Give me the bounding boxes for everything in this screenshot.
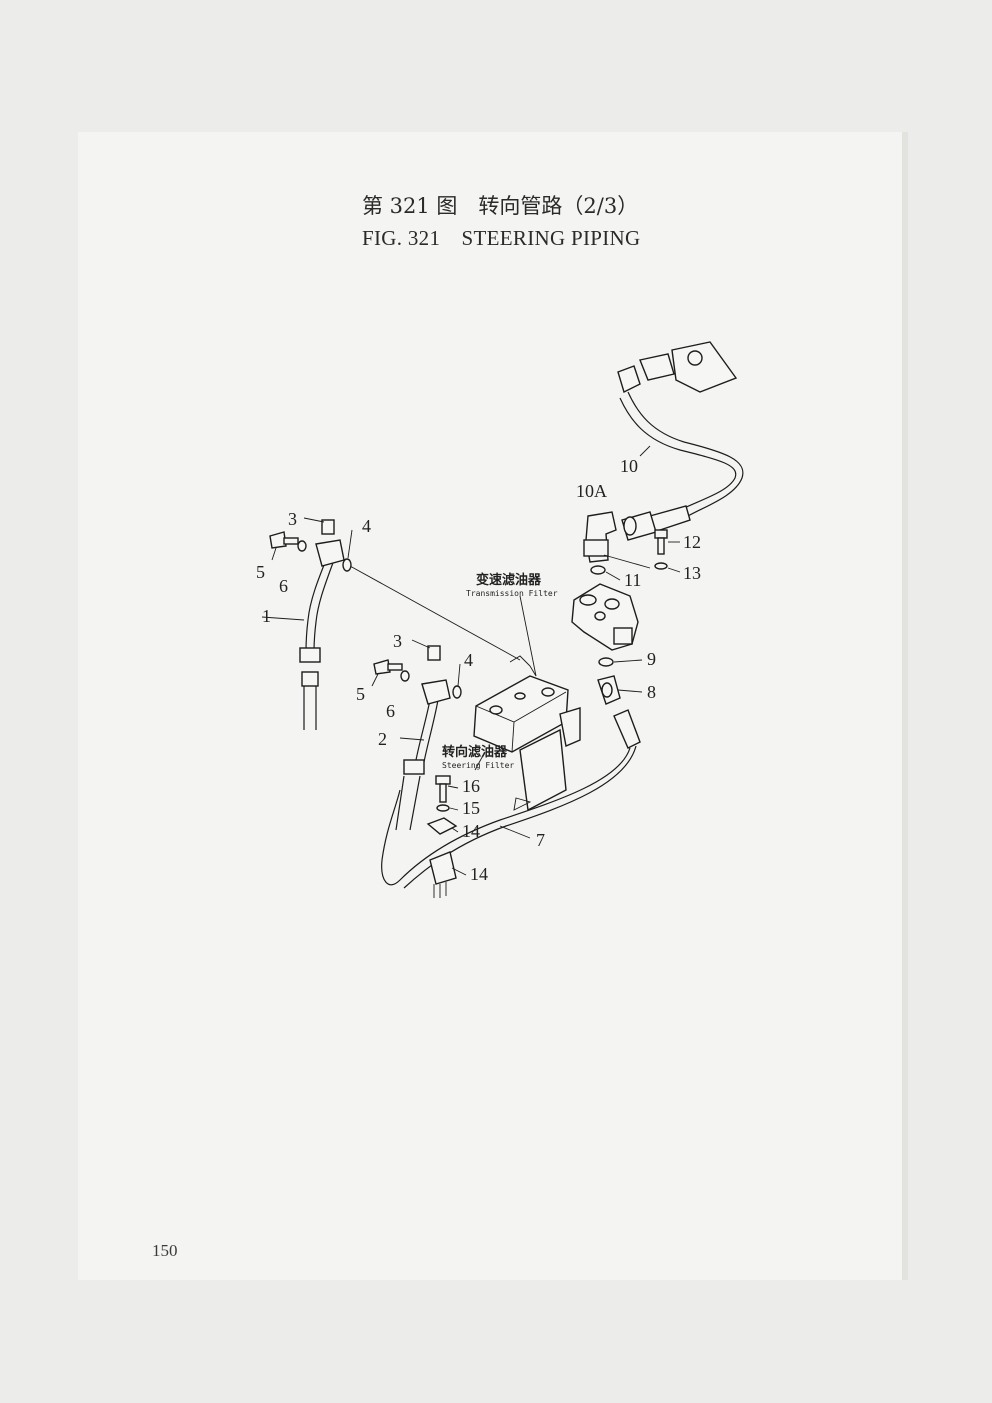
callout-7: 7: [536, 830, 545, 850]
callout-15: 15: [462, 798, 480, 818]
pipe-route-line: [349, 565, 521, 661]
callout-2: 2: [378, 729, 387, 749]
callout-4-mid: 4: [464, 650, 473, 670]
callout-6-top: 6: [279, 576, 288, 596]
callout-1: 1: [262, 606, 271, 626]
callout-10a: 10A: [576, 481, 607, 501]
o-ring-4-mid: [452, 685, 462, 699]
hose-7: [381, 709, 641, 889]
washer-13: [654, 562, 668, 570]
plug-3-top: [303, 517, 335, 535]
clamp-14-lower: [429, 851, 457, 898]
figure-title-chinese: 第 321 图 转向管路（2/3）: [362, 194, 639, 218]
callout-12: 12: [683, 532, 701, 552]
bolt-5-top: [269, 531, 299, 561]
bolt-5-mid: [371, 659, 403, 687]
callout-11: 11: [624, 570, 641, 590]
callout-3-top: 3: [288, 509, 297, 529]
steering-filter-label-en: Steering Filter: [442, 761, 514, 770]
callout-16: 16: [462, 776, 480, 796]
transmission-filter-leader: [519, 595, 537, 677]
figure-title-english: FIG. 321 STEERING PIPING: [362, 226, 641, 250]
transmission-filter-label-cn: 变速滤油器: [476, 572, 542, 588]
o-ring-4-top: [342, 558, 352, 572]
hose-10: [617, 341, 744, 541]
page-number: 150: [152, 1241, 178, 1260]
callout-14-lower: 14: [470, 864, 488, 884]
callout-4-top: 4: [362, 516, 371, 536]
o-ring-11: [590, 565, 606, 575]
pipe-2: [395, 679, 451, 831]
washer-6-top: [297, 540, 307, 552]
callout-13: 13: [683, 563, 701, 583]
valve-block: [571, 583, 639, 651]
clamp-14-upper: [426, 817, 458, 835]
callout-8: 8: [647, 682, 656, 702]
washer-15: [436, 804, 450, 812]
page-edge-shadow: [902, 132, 908, 1280]
bolt-12: [654, 529, 668, 555]
callout-9: 9: [647, 649, 656, 669]
transmission-filter: [473, 655, 581, 812]
callout-5-mid: 5: [356, 684, 365, 704]
washer-6-mid: [400, 670, 410, 682]
callout-14-upper: 14: [462, 821, 480, 841]
fitting-8: [597, 675, 621, 705]
callout-3-mid: 3: [393, 631, 402, 651]
steering-filter-leader: [474, 751, 486, 771]
callout-5-top: 5: [256, 562, 265, 582]
callout-10: 10: [620, 456, 638, 476]
pipe-1: [261, 539, 345, 730]
elbow-10a: [583, 511, 651, 569]
o-ring-9: [598, 657, 614, 667]
transmission-filter-label-en: Transmission Filter: [466, 589, 558, 598]
steering-filter-label-cn: 转向滤油器: [442, 744, 508, 760]
plug-3-mid: [411, 639, 441, 661]
callout-leaders: [347, 445, 681, 876]
bolt-16: [435, 775, 451, 803]
callout-6-mid: 6: [386, 701, 395, 721]
